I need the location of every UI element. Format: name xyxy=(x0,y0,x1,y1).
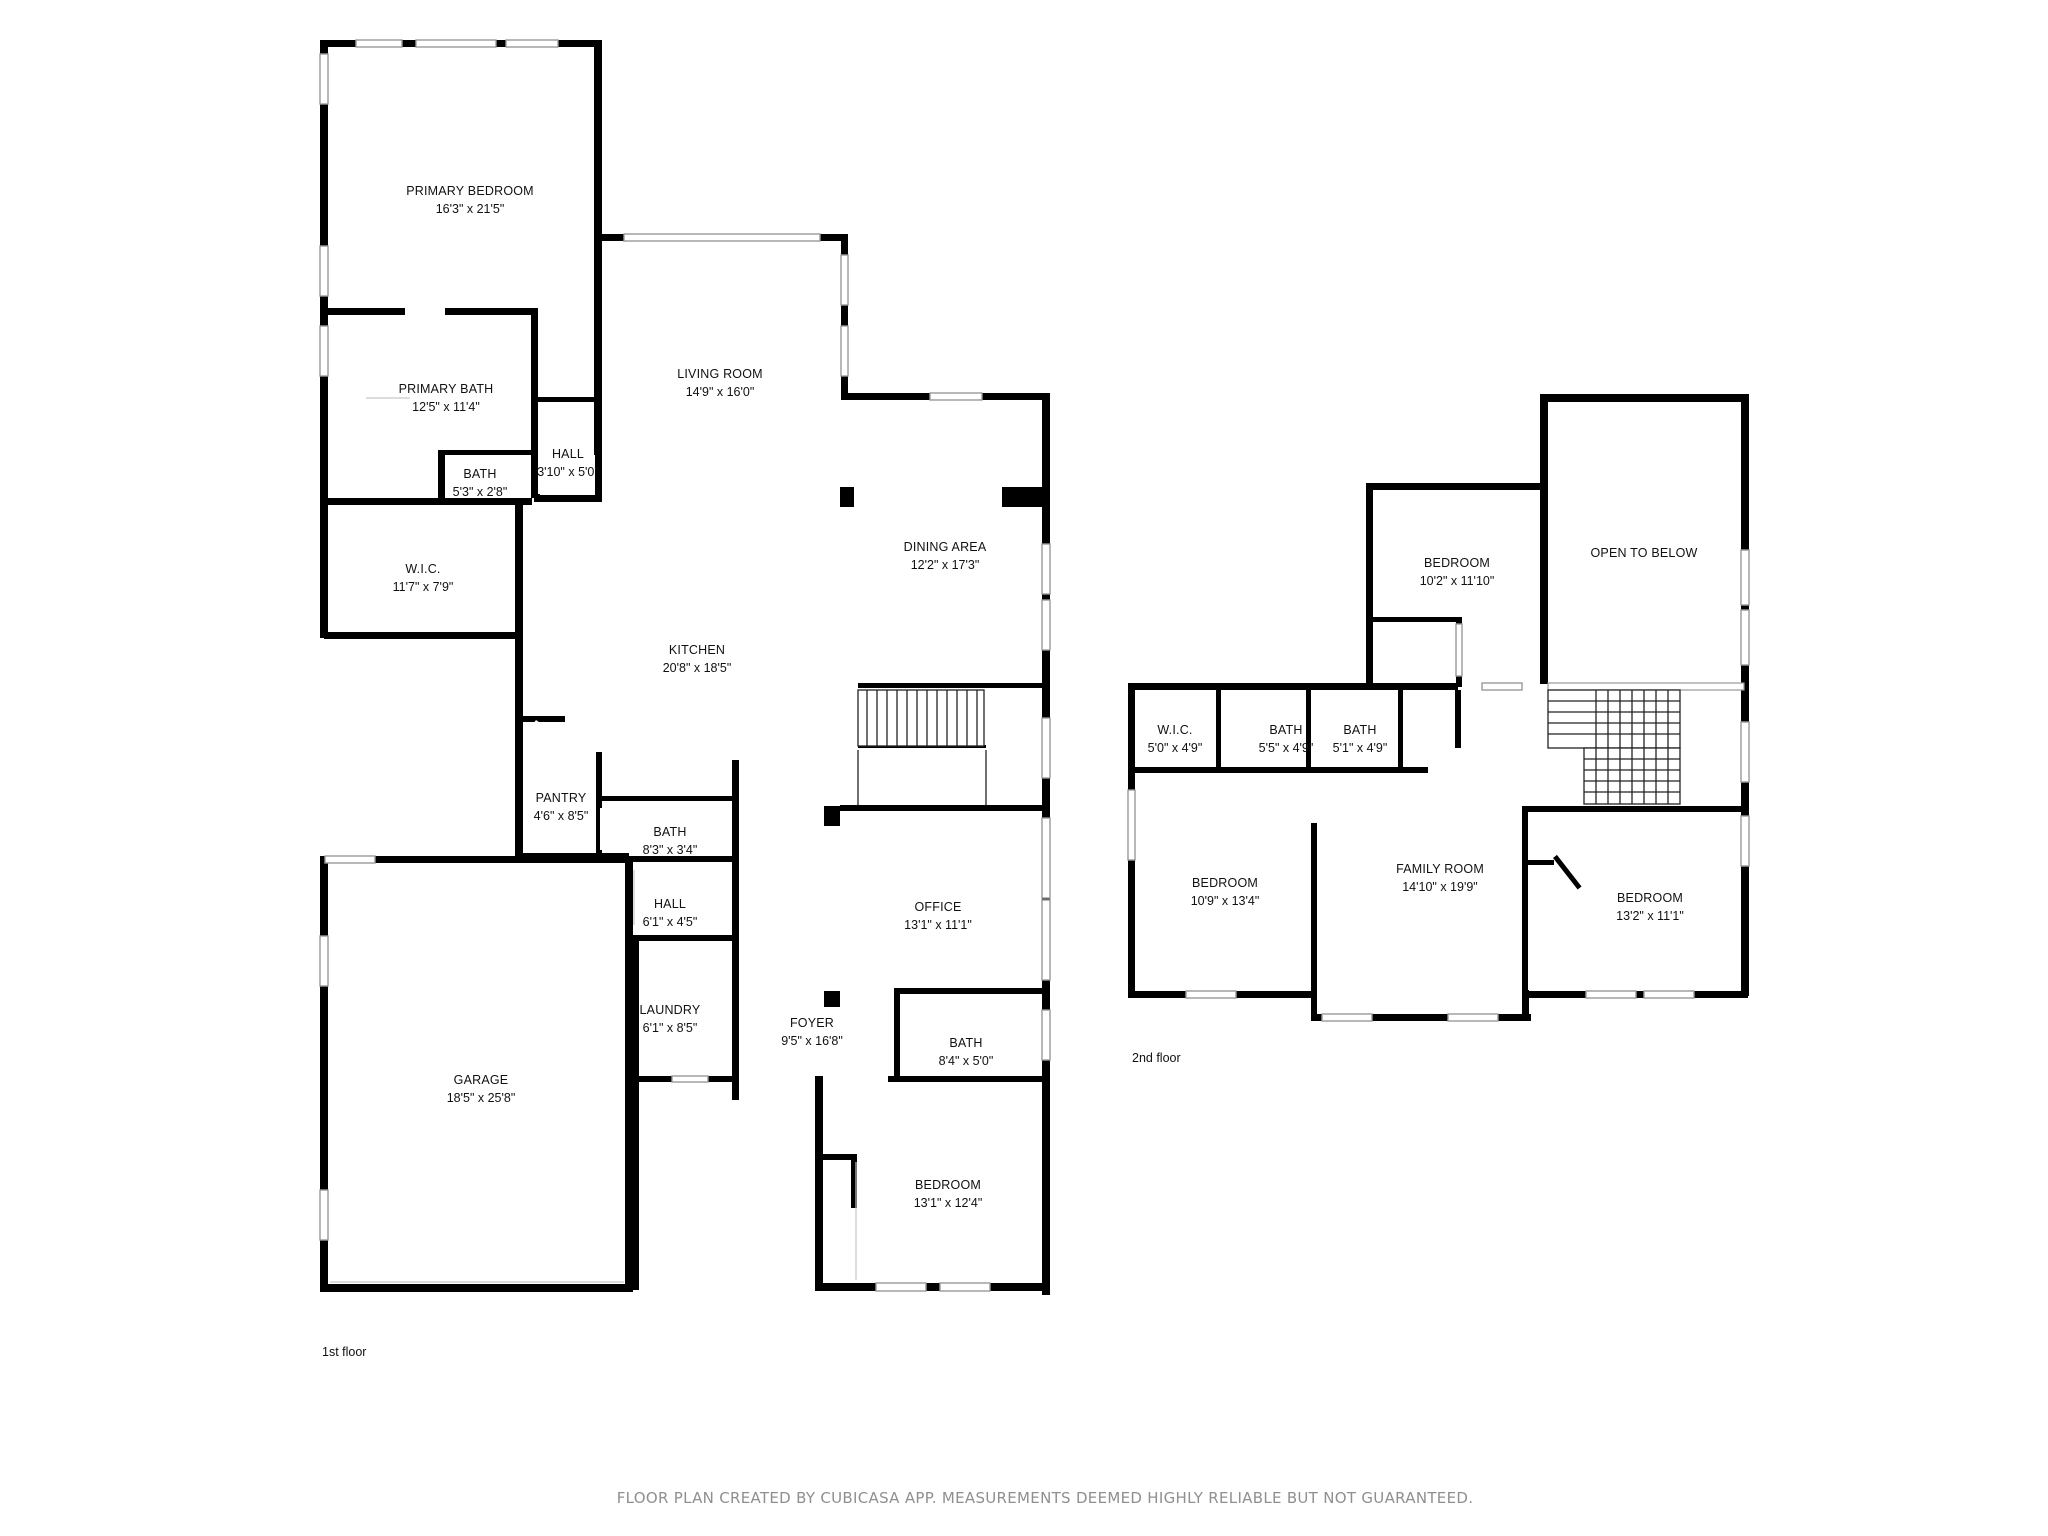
room-dims-garage: 18'5" x 25'8" xyxy=(447,1091,516,1105)
room-name-bath-small: BATH xyxy=(463,467,496,481)
room-dims-kitchen: 20'8" x 18'5" xyxy=(663,661,732,675)
room-dims-office: 13'1" x 11'1" xyxy=(904,918,972,932)
room-dims-bedroom-2: 10'2" x 11'10" xyxy=(1420,574,1495,588)
first-floor-plan: PRIMARY BEDROOM 16'3" x 21'5" PRIMARY BA… xyxy=(319,39,1051,1359)
room-dims-hall-upper: 3'10" x 5'0" xyxy=(537,465,599,479)
room-dims-wic-1: 11'7" x 7'9" xyxy=(393,580,454,594)
room-name-bath-2b: BATH xyxy=(1343,723,1376,737)
room-dims-bath-small: 5'3" x 2'8" xyxy=(453,485,508,499)
room-name-office: OFFICE xyxy=(914,900,961,914)
stairs-floor2 xyxy=(1547,682,1745,805)
room-dims-laundry: 6'1" x 8'5" xyxy=(643,1021,698,1035)
room-name-dining-area: DINING AREA xyxy=(904,540,987,554)
room-name-bedroom-1: BEDROOM xyxy=(915,1178,981,1192)
room-name-hall-lower: HALL xyxy=(654,897,686,911)
windows-floor1 xyxy=(319,39,1051,1292)
room-dims-pantry: 4'6" x 8'5" xyxy=(534,809,589,823)
room-name-family-room: FAMILY ROOM xyxy=(1396,862,1484,876)
room-dims-bath-foyer: 8'4" x 5'0" xyxy=(939,1054,994,1068)
room-name-foyer: FOYER xyxy=(790,1016,834,1030)
footer-disclaimer: FLOOR PLAN CREATED BY CUBICASA APP. MEAS… xyxy=(617,1489,1474,1507)
room-name-open-to-below: OPEN TO BELOW xyxy=(1590,546,1697,560)
room-name-primary-bath: PRIMARY BATH xyxy=(399,382,494,396)
room-name-bedroom-4: BEDROOM xyxy=(1617,891,1683,905)
room-name-bath-foyer: BATH xyxy=(949,1036,982,1050)
second-floor-plan: BEDROOM 10'2" x 11'10" OPEN TO BELOW W.I… xyxy=(1127,394,1750,1065)
room-labels-floor2: BEDROOM 10'2" x 11'10" OPEN TO BELOW W.I… xyxy=(1148,546,1698,923)
room-labels-floor1: PRIMARY BEDROOM 16'3" x 21'5" PRIMARY BA… xyxy=(393,184,994,1210)
room-dims-bath-2a: 5'5" x 4'9" xyxy=(1259,741,1314,755)
room-name-pantry: PANTRY xyxy=(536,791,587,805)
room-name-wic-2: W.I.C. xyxy=(1157,723,1192,737)
room-name-primary-bedroom: PRIMARY BEDROOM xyxy=(406,184,534,198)
room-name-bedroom-3: BEDROOM xyxy=(1192,876,1258,890)
room-dims-bedroom-4: 13'2" x 11'1" xyxy=(1616,909,1684,923)
room-dims-hall-lower: 6'1" x 4'5" xyxy=(643,915,698,929)
room-dims-wic-2: 5'0" x 4'9" xyxy=(1148,741,1203,755)
room-dims-bath-2b: 5'1" x 4'9" xyxy=(1333,741,1388,755)
room-name-bath-center: BATH xyxy=(653,825,686,839)
room-name-garage: GARAGE xyxy=(454,1073,509,1087)
room-dims-dining-area: 12'2" x 17'3" xyxy=(911,558,980,572)
room-name-laundry: LAUNDRY xyxy=(640,1003,701,1017)
room-name-hall-upper: HALL xyxy=(552,447,584,461)
room-dims-family-room: 14'10" x 19'9" xyxy=(1402,880,1478,894)
room-dims-bedroom-3: 10'9" x 13'4" xyxy=(1191,894,1260,908)
stairs-floor1 xyxy=(857,689,987,805)
room-name-bedroom-2: BEDROOM xyxy=(1424,556,1490,570)
room-dims-primary-bath: 12'5" x 11'4" xyxy=(412,400,480,414)
room-dims-foyer: 9'5" x 16'8" xyxy=(781,1034,843,1048)
floor-label-1: 1st floor xyxy=(322,1345,366,1359)
room-name-living-room: LIVING ROOM xyxy=(677,367,763,381)
room-dims-primary-bedroom: 16'3" x 21'5" xyxy=(436,202,505,216)
room-name-bath-2a: BATH xyxy=(1269,723,1302,737)
room-dims-living-room: 14'9" x 16'0" xyxy=(686,385,755,399)
room-dims-bedroom-1: 13'1" x 12'4" xyxy=(914,1196,983,1210)
doors-floor1 xyxy=(330,308,857,1283)
floor-label-2: 2nd floor xyxy=(1132,1051,1181,1065)
room-name-wic-1: W.I.C. xyxy=(405,562,440,576)
room-name-kitchen: KITCHEN xyxy=(669,643,725,657)
windows-floor2 xyxy=(1127,549,1750,1022)
room-dims-bath-center: 8'3" x 3'4" xyxy=(643,843,698,857)
